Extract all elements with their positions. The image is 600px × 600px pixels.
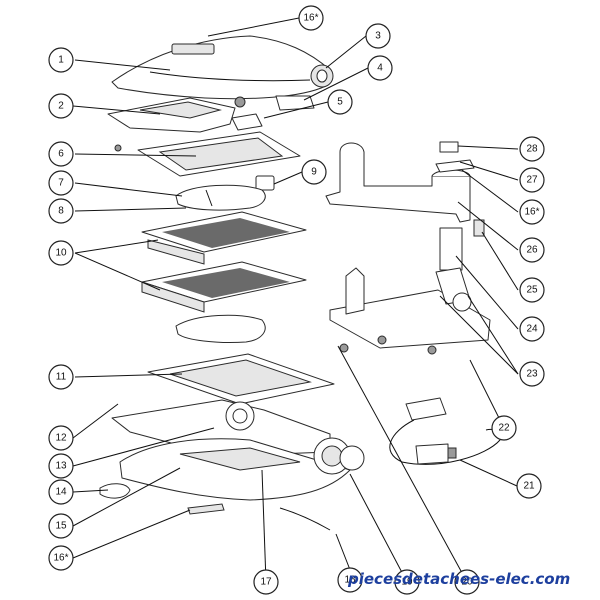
- svg-text:26: 26: [526, 245, 538, 256]
- callout-11: 11: [48, 364, 74, 390]
- callout-4: 4: [367, 55, 393, 81]
- part-stand-arm: [325, 142, 485, 271]
- leader-lines: [72, 17, 519, 583]
- callout-3: 3: [365, 23, 391, 49]
- callout-15: 15: [48, 513, 74, 539]
- callout-17: 17: [253, 569, 279, 595]
- part-grill-plate-upper: [141, 211, 307, 265]
- callout-16-bottom: 16*: [48, 545, 74, 571]
- callout-1: 1: [48, 47, 74, 73]
- part-stand-base: [329, 267, 491, 355]
- callout-24: 24: [519, 316, 545, 342]
- svg-text:17: 17: [260, 577, 272, 588]
- callout-6: 6: [48, 141, 74, 167]
- svg-text:4: 4: [377, 63, 383, 74]
- callout-21: 21: [516, 473, 542, 499]
- svg-text:7: 7: [58, 178, 64, 189]
- callout-27: 27: [519, 167, 545, 193]
- callout-10: 10: [48, 240, 74, 266]
- svg-text:12: 12: [55, 433, 67, 444]
- callout-23: 23: [519, 361, 545, 387]
- callout-20: 20: [454, 569, 480, 595]
- svg-text:8: 8: [58, 206, 64, 217]
- callout-25: 25: [519, 277, 545, 303]
- callout-12: 12: [48, 425, 74, 451]
- svg-text:23: 23: [526, 369, 538, 380]
- svg-text:16*: 16*: [53, 553, 68, 564]
- callout-22: 22: [491, 415, 517, 441]
- svg-text:21: 21: [523, 481, 535, 492]
- part-top-cover: [111, 35, 334, 100]
- svg-text:11: 11: [56, 372, 67, 383]
- part-seal-strip: [187, 503, 331, 531]
- callout-2: 2: [48, 93, 74, 119]
- callout-bubbles: 16* 1 3 4 2 5 6 9 7 8 10 28 27 16* 26 25…: [48, 5, 545, 595]
- svg-text:16*: 16*: [524, 207, 539, 218]
- callout-9: 9: [301, 159, 327, 185]
- part-control-panel: [107, 97, 236, 133]
- callout-16-right: 16*: [519, 199, 545, 225]
- callout-16-top: 16*: [298, 5, 324, 31]
- svg-text:15: 15: [55, 521, 67, 532]
- part-lower-heat-plate: [147, 353, 335, 405]
- callout-19: 19: [394, 569, 420, 595]
- svg-text:6: 6: [58, 149, 64, 160]
- svg-text:28: 28: [526, 144, 538, 155]
- watermark-text: piecesdetachees-elec.com: [347, 570, 570, 588]
- callout-8: 8: [48, 198, 74, 224]
- svg-text:5: 5: [337, 97, 343, 108]
- part-thermostat: [255, 175, 275, 191]
- svg-text:2: 2: [58, 101, 64, 112]
- part-clip: [99, 483, 131, 499]
- part-heating-element-upper: [175, 184, 266, 211]
- callout-18: 18: [337, 567, 363, 593]
- part-base-housing: [119, 437, 365, 501]
- svg-text:25: 25: [526, 285, 538, 296]
- part-upper-heat-plate: [114, 131, 301, 177]
- part-grill-plate-lower: [141, 261, 307, 313]
- svg-text:14: 14: [55, 487, 67, 498]
- svg-text:24: 24: [526, 324, 538, 335]
- callout-14: 14: [48, 479, 74, 505]
- part-power-cord: [389, 397, 502, 465]
- callout-28: 28: [519, 136, 545, 162]
- part-heating-element-lower: [175, 314, 266, 343]
- part-small-bracket: [231, 96, 263, 131]
- svg-text:1: 1: [58, 55, 64, 66]
- svg-text:3: 3: [375, 31, 381, 42]
- callout-7: 7: [48, 170, 74, 196]
- svg-text:22: 22: [498, 423, 510, 434]
- svg-text:13: 13: [55, 461, 67, 472]
- svg-text:18: 18: [344, 575, 356, 586]
- callout-5: 5: [327, 89, 353, 115]
- svg-text:9: 9: [311, 167, 317, 178]
- svg-text:10: 10: [55, 248, 67, 259]
- svg-text:20: 20: [461, 577, 473, 588]
- svg-text:19: 19: [401, 577, 413, 588]
- svg-text:27: 27: [526, 175, 538, 186]
- svg-text:16*: 16*: [303, 13, 318, 24]
- callout-26: 26: [519, 237, 545, 263]
- callout-13: 13: [48, 453, 74, 479]
